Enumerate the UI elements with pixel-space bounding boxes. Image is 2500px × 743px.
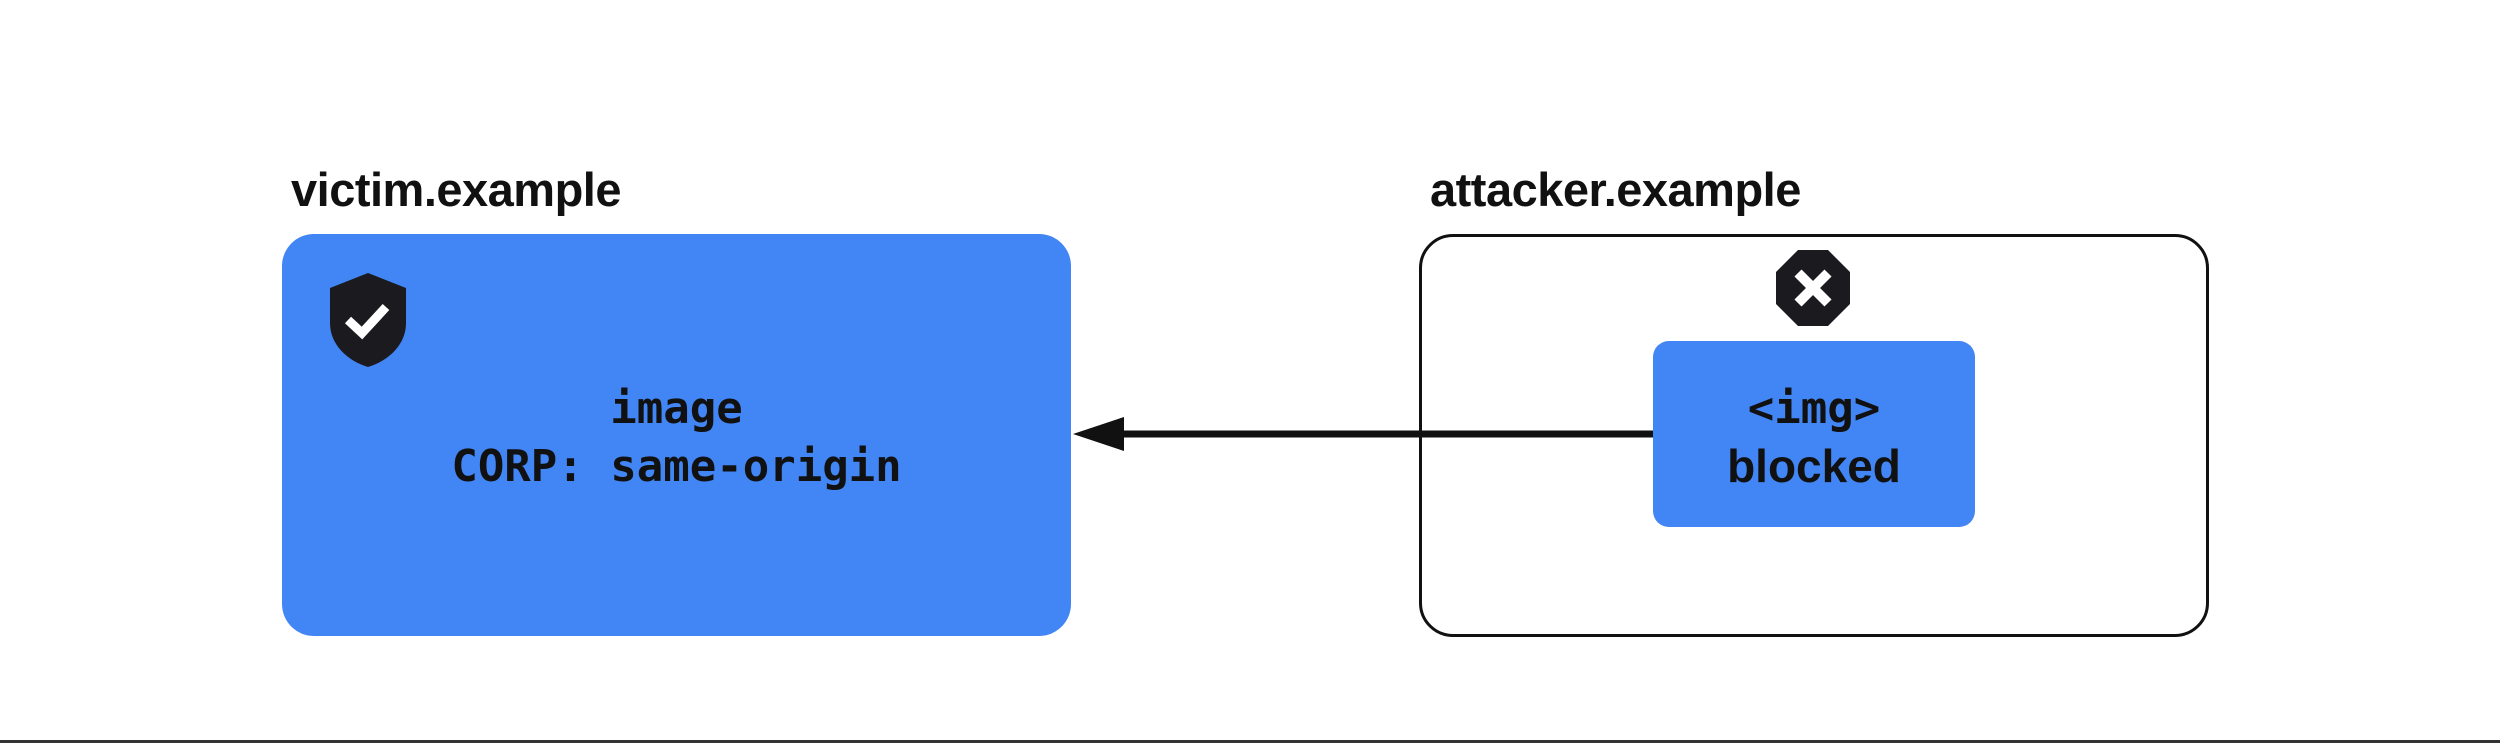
img-tag-text: <img> — [1747, 383, 1881, 434]
arrow-head-icon — [1073, 417, 1124, 451]
attacker-origin-label: attacker.example — [1430, 163, 1801, 216]
img-element-box: <img> blocked — [1653, 341, 1975, 527]
blocked-x-octagon-icon — [1776, 250, 1850, 326]
victim-resource-box: image CORP: same-origin — [282, 234, 1071, 636]
blocked-status-text: blocked — [1727, 440, 1901, 492]
bottom-divider — [0, 740, 2500, 743]
corp-header-text: CORP: same-origin — [451, 441, 902, 492]
resource-type-text: image — [610, 383, 743, 434]
shield-check-icon — [330, 273, 406, 367]
victim-origin-label: victim.example — [291, 163, 622, 216]
